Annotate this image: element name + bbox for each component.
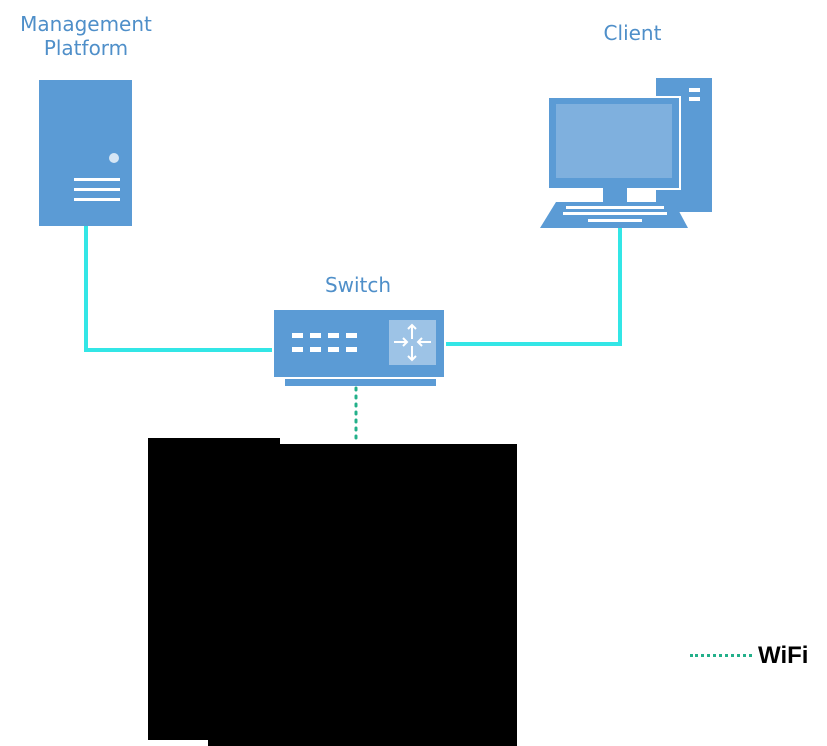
management-platform-label: Management Platform xyxy=(0,12,172,60)
client-label: Client xyxy=(603,21,662,45)
switch-label: Switch xyxy=(324,273,392,297)
wifi-legend-line xyxy=(690,654,752,657)
desktop-computer-icon xyxy=(540,78,712,228)
management-platform-label-line1: Management xyxy=(20,12,152,36)
wifi-legend-label: WiFi xyxy=(758,642,809,669)
network-switch-icon xyxy=(272,308,446,386)
redacted-area xyxy=(148,438,517,746)
management-platform-label-line2: Platform xyxy=(43,36,129,60)
link-management-to-switch xyxy=(84,225,272,352)
link-switch-to-client xyxy=(446,226,622,346)
legend: WiFi xyxy=(690,640,820,674)
server-icon xyxy=(39,80,132,226)
